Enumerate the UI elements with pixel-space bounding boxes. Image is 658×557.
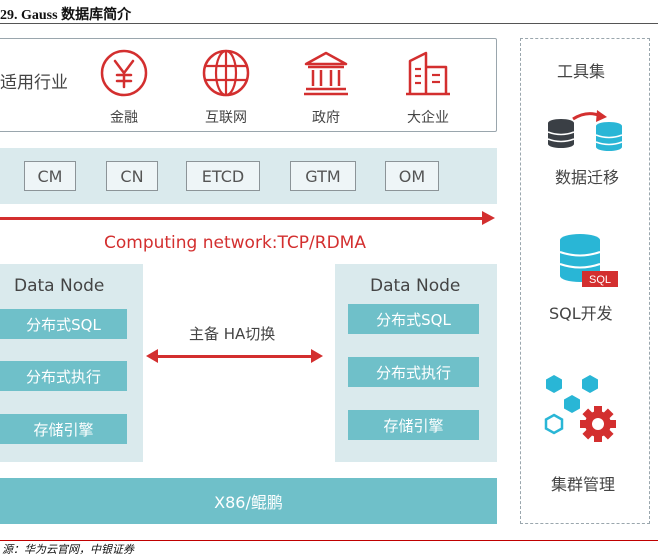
component-box: CN (106, 161, 158, 191)
tools-title: 工具集 (557, 62, 606, 81)
component-box: GTM (290, 161, 356, 191)
tools-panel (520, 38, 650, 524)
network-label: Computing network:TCP/RDMA (104, 233, 366, 253)
data-node-item: 存储引擎 (0, 414, 127, 444)
data-migration-icon (547, 110, 623, 151)
ha-arrow-line (156, 355, 312, 358)
data-node-item: 分布式SQL (348, 304, 479, 334)
network-arrow-line (0, 217, 484, 220)
tool-label: SQL开发 (549, 304, 613, 323)
source-note: 源：华为云官网，中银证券 (2, 544, 134, 556)
sql-badge-text: SQL (589, 274, 611, 286)
footer-divider (0, 540, 658, 541)
yen-icon (100, 49, 148, 97)
tool-label: 集群管理 (551, 475, 616, 494)
office-building-icon (406, 51, 450, 96)
component-box: OM (385, 161, 439, 191)
data-node-item: 分布式执行 (348, 357, 479, 387)
industry-item-label: 金融 (110, 110, 138, 126)
sql-database-icon: SQL (559, 234, 618, 287)
data-node-title: Data Node (14, 276, 105, 296)
data-node-item: 分布式SQL (0, 309, 127, 339)
globe-icon (202, 49, 250, 97)
title-divider (0, 23, 658, 24)
figure-title: 29. Gauss 数据库简介 (0, 8, 132, 23)
data-node-title: Data Node (370, 276, 461, 296)
government-building-icon (304, 51, 348, 96)
industry-item-label: 政府 (312, 110, 340, 126)
data-node-item: 分布式执行 (0, 361, 127, 391)
network-arrow-head (482, 211, 495, 225)
industry-label: 适用行业 (0, 73, 68, 93)
ha-switch-label: 主备 HA切换 (189, 325, 276, 343)
cluster-management-icon (544, 375, 616, 442)
industry-panel (0, 38, 497, 132)
ha-arrow-head-left (146, 349, 158, 363)
data-node-item: 存储引擎 (348, 410, 479, 440)
industry-item-label: 大企业 (407, 110, 449, 126)
hardware-band: X86/鲲鹏 (0, 478, 497, 524)
ha-arrow-head-right (311, 349, 323, 363)
component-box: CM (24, 161, 76, 191)
industry-item-label: 互联网 (205, 110, 247, 126)
component-box: ETCD (186, 161, 260, 191)
tool-label: 数据迁移 (555, 168, 620, 187)
